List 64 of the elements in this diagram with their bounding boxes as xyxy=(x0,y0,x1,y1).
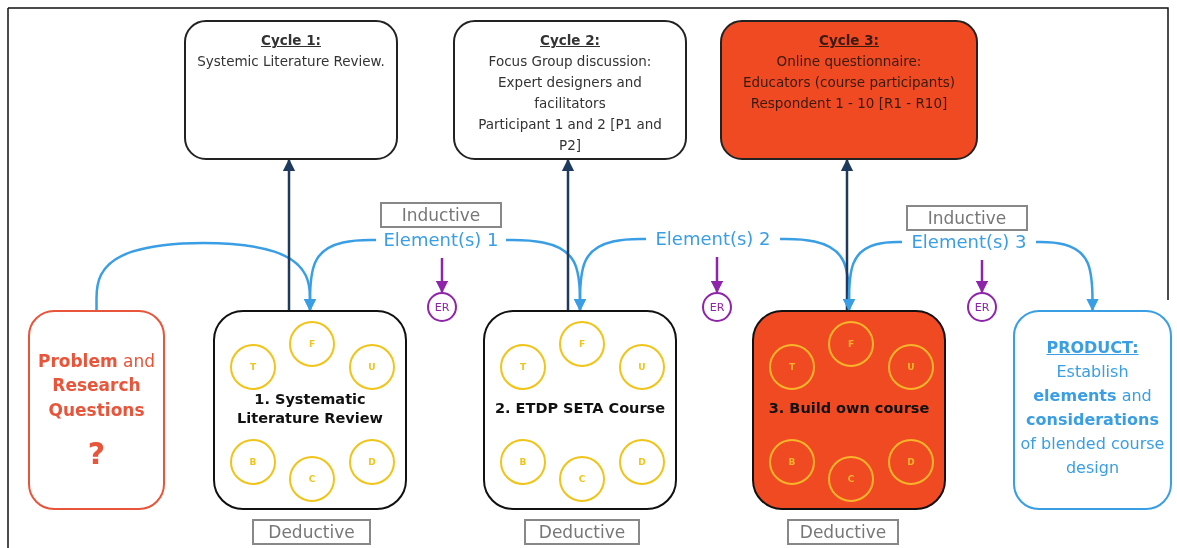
arrow xyxy=(842,240,902,312)
letter-circle: F xyxy=(559,321,605,367)
letter-circle: C xyxy=(289,456,335,502)
box-heading: Cycle 1: xyxy=(260,31,322,50)
letter-circle: B xyxy=(769,439,815,485)
method-tag: Inductive xyxy=(906,205,1028,231)
er-circle: ER xyxy=(427,292,457,322)
box-heading: Cycle 3: xyxy=(818,31,880,50)
arrow xyxy=(840,158,854,310)
letter-circle: B xyxy=(500,439,546,485)
product-box xyxy=(1013,310,1172,510)
course-box xyxy=(483,310,677,510)
arrow xyxy=(710,257,724,294)
element-label: Element(s) 2 xyxy=(646,227,780,251)
method-tag: Inductive xyxy=(380,202,502,228)
problem-box xyxy=(28,310,165,510)
arrow xyxy=(1036,240,1099,312)
element-label: Element(s) 3 xyxy=(902,230,1036,254)
arrow xyxy=(573,237,646,312)
box-text: Online questionnaire: xyxy=(775,51,923,71)
letter-circle: D xyxy=(888,439,934,485)
letter-circle: U xyxy=(888,344,934,390)
method-tag: Deductive xyxy=(787,519,899,545)
arrow xyxy=(435,258,449,294)
box-text: Educators (course participants) xyxy=(741,72,957,92)
letter-circle: C xyxy=(828,456,874,502)
course-box xyxy=(213,310,407,510)
box-heading: Problem and Research Questions xyxy=(36,349,157,422)
box-heading: Cycle 2: xyxy=(539,31,601,50)
box-text: Systemic Literature Review. xyxy=(196,51,386,71)
cycle-box xyxy=(720,20,978,160)
arrow xyxy=(975,260,989,294)
course-box xyxy=(752,310,946,510)
box-text: Expert designers and facilitators xyxy=(497,72,643,113)
letter-circle: F xyxy=(828,321,874,367)
er-circle: ER xyxy=(967,292,997,322)
box-heading: PRODUCT: xyxy=(1045,337,1140,359)
letter-circle: D xyxy=(349,439,395,485)
box-text: ? xyxy=(86,436,107,472)
arrow xyxy=(282,158,296,310)
letter-circle: B xyxy=(230,439,276,485)
arrow xyxy=(303,238,376,312)
letter-circle: T xyxy=(769,344,815,390)
box-text: Participant 1 and 2 [P1 and P2] xyxy=(477,114,663,155)
letter-circle: U xyxy=(619,344,665,390)
box-text: Establish elements and considerations of blended course design xyxy=(1019,361,1166,479)
letter-circle: D xyxy=(619,439,665,485)
box-text: Focus Group discussion: xyxy=(487,51,653,71)
letter-circle: C xyxy=(559,456,605,502)
course-title: 1. Systematic Literature Review xyxy=(236,389,384,429)
letter-circle: F xyxy=(289,321,335,367)
letter-circle: T xyxy=(230,344,276,390)
element-label: Element(s) 1 xyxy=(376,228,506,252)
method-tag: Deductive xyxy=(252,519,371,545)
box-text: Respondent 1 - 10 [R1 - R10] xyxy=(749,93,949,113)
er-circle: ER xyxy=(702,292,732,322)
letter-circle: U xyxy=(349,344,395,390)
course-title: 3. Build own course xyxy=(767,399,931,418)
method-tag: Deductive xyxy=(524,519,640,545)
cycle-box xyxy=(184,20,398,160)
course-title: 2. ETDP SETA Course xyxy=(493,399,667,418)
cycle-box xyxy=(453,20,687,160)
letter-circle: T xyxy=(500,344,546,390)
arrow xyxy=(561,158,575,310)
